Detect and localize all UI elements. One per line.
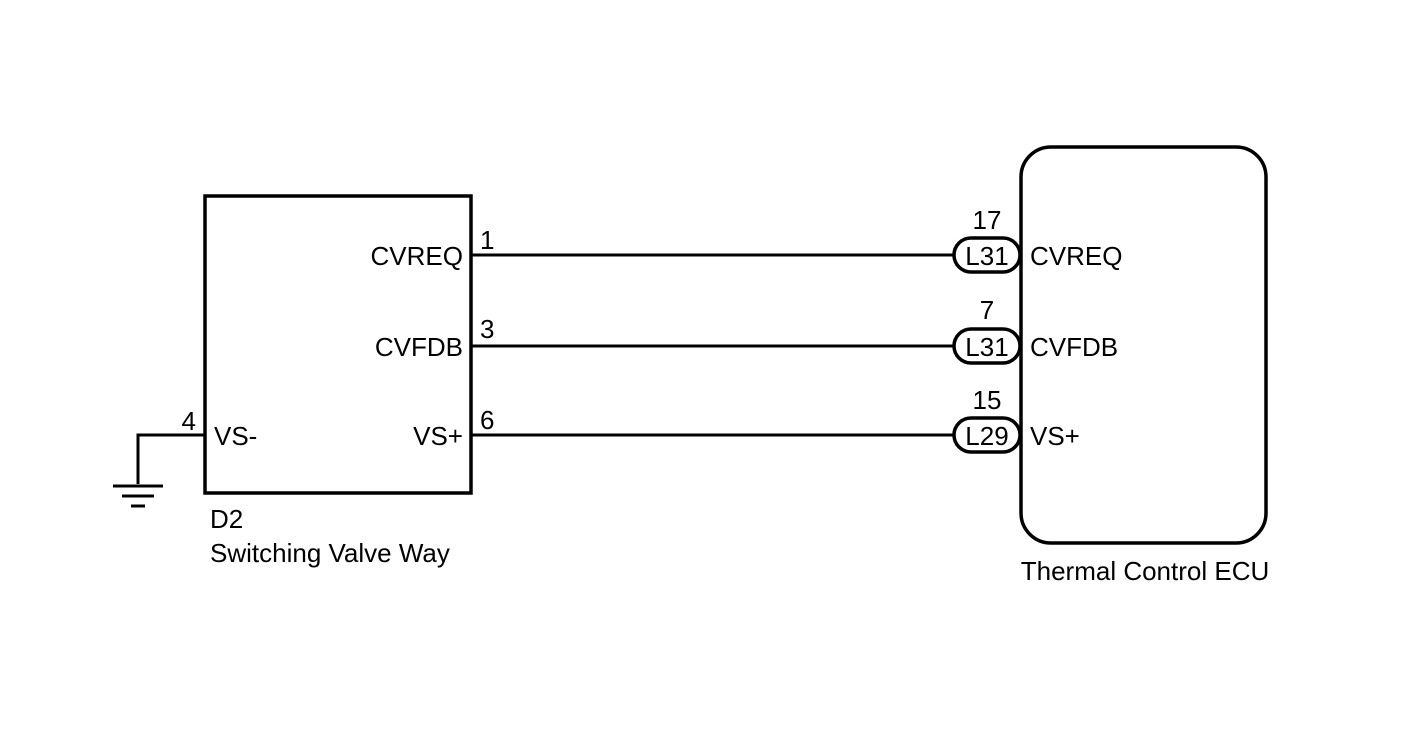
right-pin-label-cvfdb: CVFDB (1030, 332, 1118, 362)
left-pin-number-4: 4 (182, 406, 196, 436)
connector-label: L29 (965, 421, 1008, 451)
connector-shape (952, 327, 1022, 365)
left-pin-label-vs-plus: VS+ (413, 421, 463, 451)
connector-shape (952, 236, 1022, 274)
ground-wire: 4 (136, 406, 205, 484)
wire-cvreq: 1 (471, 225, 955, 257)
component-name: Switching Valve Way (210, 538, 450, 568)
connector-l31-pin-17: L31 17 (952, 205, 1022, 274)
connector-label: L31 (965, 332, 1008, 362)
wire-cvfdb: 3 (471, 314, 955, 348)
ecu-name: Thermal Control ECU (1021, 556, 1270, 586)
right-pin-number-7: 7 (980, 295, 994, 325)
left-pin-label-vs-minus: VS- (214, 421, 257, 451)
wire-vs-plus: 6 (471, 405, 955, 437)
connector-l31-pin-7: L31 7 (952, 295, 1022, 365)
ground-icon (113, 484, 163, 508)
left-pin-number-3: 3 (480, 314, 494, 344)
connector-l29-pin-15: L29 15 (952, 385, 1022, 454)
right-pin-number-17: 17 (973, 205, 1002, 235)
left-pin-number-6: 6 (480, 405, 494, 435)
left-pin-label-cvreq: CVREQ (371, 241, 463, 271)
switching-valve-component: CVREQ CVFDB VS+ VS- D2 Switching Valve W… (203, 194, 473, 568)
connector-shape (952, 416, 1022, 454)
right-pin-label-cvreq: CVREQ (1030, 241, 1122, 271)
right-pin-number-15: 15 (973, 385, 1002, 415)
thermal-control-ecu-component: L31 17 CVREQ L31 7 CVFDB L29 15 VS+ Ther… (952, 145, 1270, 586)
connector-label: L31 (965, 241, 1008, 271)
left-pin-number-1: 1 (480, 225, 494, 255)
component-code: D2 (210, 504, 243, 534)
right-pin-label-vs-plus: VS+ (1030, 421, 1080, 451)
left-pin-label-cvfdb: CVFDB (375, 332, 463, 362)
